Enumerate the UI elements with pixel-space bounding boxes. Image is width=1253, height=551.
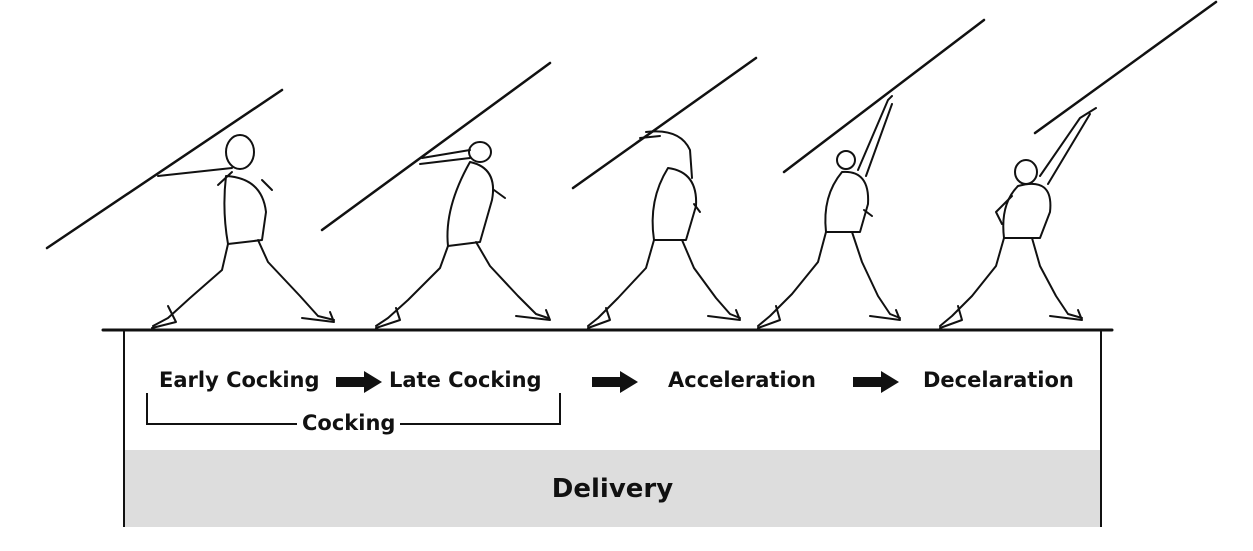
delivery-band: Delivery — [125, 450, 1100, 527]
thrower-figure-early-cocking — [45, 88, 335, 329]
phase-deceleration: Decelaration — [923, 368, 1074, 392]
thrower-figure-deceleration — [939, 0, 1218, 329]
phase-late-cocking: Late Cocking — [389, 368, 542, 392]
arrow-right-icon — [592, 371, 638, 393]
delivery-label: Delivery — [551, 473, 674, 504]
cocking-label: Cocking — [297, 411, 401, 435]
phase-panel: Delivery — [123, 330, 1102, 527]
thrower-figure-acceleration-release — [757, 18, 986, 329]
arrow-right-icon — [336, 371, 382, 393]
phase-early-cocking: Early Cocking — [159, 368, 320, 392]
phase-acceleration: Acceleration — [668, 368, 816, 392]
thrower-figure-acceleration-start — [571, 56, 758, 329]
arrow-right-icon — [853, 371, 899, 393]
thrower-figure-late-cocking — [320, 61, 552, 329]
